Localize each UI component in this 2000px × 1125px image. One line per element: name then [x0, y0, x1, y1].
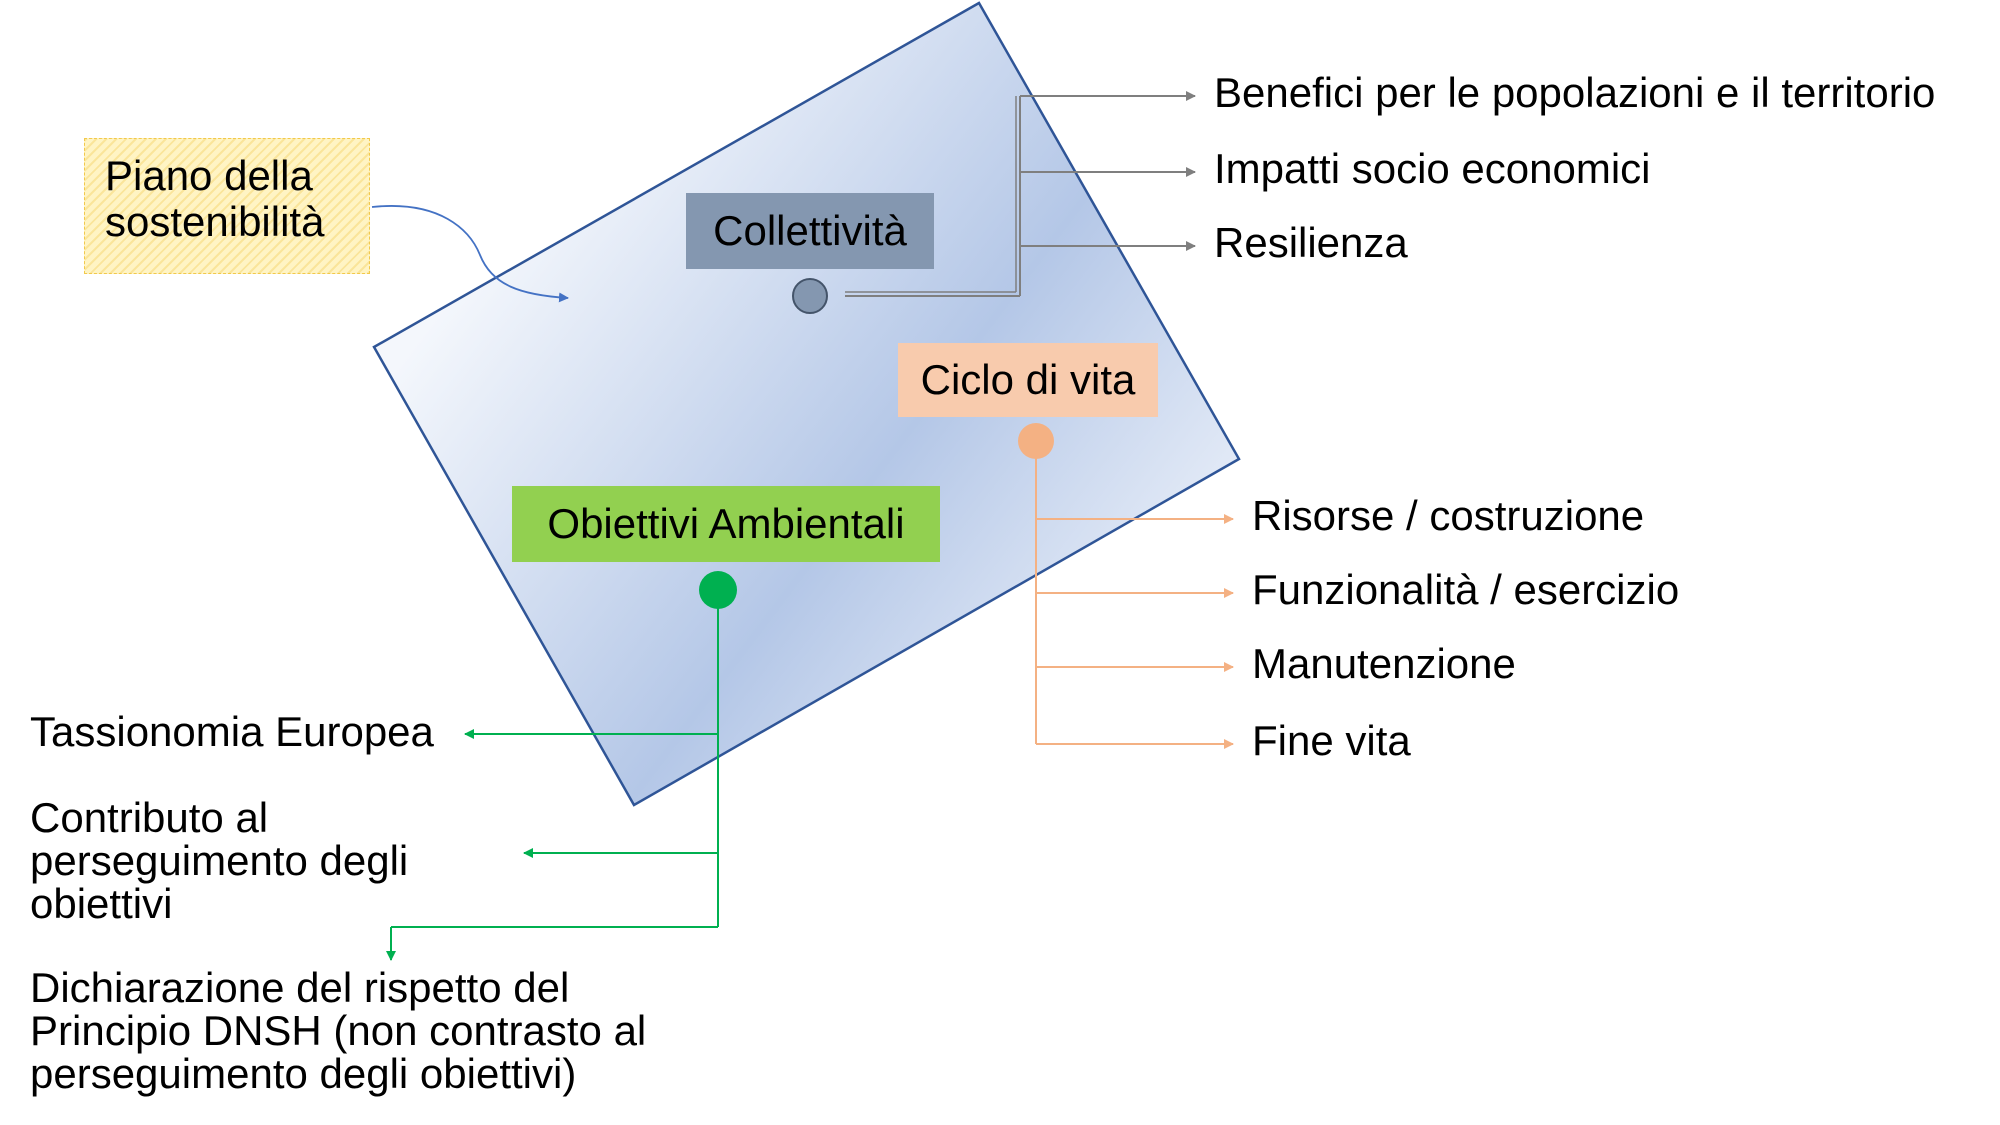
callout-line-1: Piano della — [105, 152, 313, 199]
ciclo-dot — [1018, 423, 1054, 459]
dichiarazione-line-1: Dichiarazione del rispetto del — [30, 964, 570, 1011]
contributo-line-2: perseguimento degli — [30, 836, 409, 884]
collettivita-box: Collettività — [686, 193, 934, 269]
collettivita-connectors — [845, 91, 1196, 297]
ciclo-item-funzionalita: Funzionalità / esercizio — [1252, 566, 1680, 613]
contributo-line-1: Contributo al — [30, 794, 269, 841]
ciclo-label: Ciclo di vita — [920, 356, 1136, 403]
obiettivi-item-contributo: Contributo al perseguimento degli obiett… — [30, 794, 409, 927]
obiettivi-box: Obiettivi Ambientali — [512, 486, 940, 562]
ciclo-item-fine-vita: Fine vita — [1252, 717, 1411, 764]
obiettivi-dot — [699, 571, 737, 609]
dichiarazione-line-2: Principio DNSH (non contrasto al — [30, 1006, 647, 1054]
ciclo-item-risorse: Risorse / costruzione — [1252, 492, 1645, 539]
sustainability-plane — [372, 1, 1241, 807]
sustainability-plan-callout: Piano della sostenibilità — [84, 138, 370, 274]
obiettivi-label: Obiettivi Ambientali — [547, 500, 905, 547]
ciclo-item-manutenzione: Manutenzione — [1252, 640, 1516, 687]
collettivita-item-resilienza: Resilienza — [1214, 219, 1408, 266]
collettivita-item-impatti: Impatti socio economici — [1214, 145, 1651, 192]
collettivita-dot — [792, 278, 828, 314]
collettivita-label: Collettività — [713, 207, 907, 254]
callout-line-2: sostenibilità — [105, 198, 325, 246]
callout-arrow — [371, 205, 569, 303]
ciclo-connectors — [1035, 458, 1234, 749]
contributo-line-3: obiettivi — [30, 879, 173, 927]
obiettivi-item-tassonomia: Tassionomia Europea — [30, 708, 434, 755]
dichiarazione-line-3: perseguimento degli obiettivi) — [30, 1049, 577, 1097]
collettivita-item-benefici: Benefici per le popolazioni e il territo… — [1214, 69, 1936, 116]
obiettivi-connectors — [386, 607, 719, 961]
ciclo-box: Ciclo di vita — [898, 343, 1158, 417]
obiettivi-item-dichiarazione: Dichiarazione del rispetto del Principio… — [30, 964, 647, 1097]
